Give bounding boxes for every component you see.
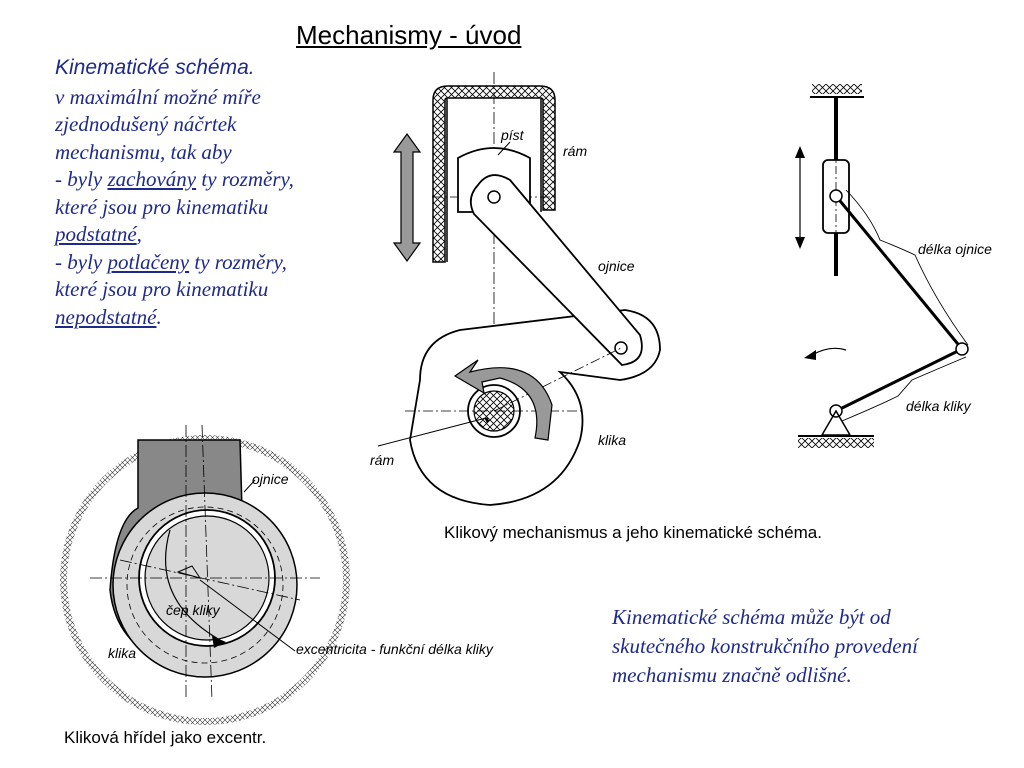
label-delka-ojnice: délka ojnice (918, 241, 992, 257)
note-text: Kinematické schéma může být od skutečnéh… (612, 603, 1012, 690)
intro-line-6: podstatné, (55, 221, 385, 249)
note-line-1: Kinematické schéma může být od (612, 605, 891, 629)
intro-line-4b: ty rozměry, (196, 167, 294, 191)
label-ram-bottom: rám (370, 452, 395, 468)
label-cep-kliky: čep kliky (166, 602, 220, 618)
intro-line-6b: , (136, 222, 142, 246)
label-klika-main: klika (598, 432, 627, 448)
intro-line-1: v maximální možné míře (55, 84, 261, 109)
intro-underline-zachovany: zachovány (107, 167, 197, 191)
intro-line-2: zjednodušený náčrtek (55, 112, 237, 136)
crank-mechanism-drawing (377, 72, 661, 506)
intro-underline-potlaceny: potlačeny (107, 249, 190, 274)
intro-line-7a: - byly (55, 249, 108, 274)
page-title: Mechanismy - úvod (296, 20, 522, 50)
intro-line-9b: . (156, 304, 162, 329)
intro-underline-nepodstatne: nepodstatné (55, 304, 157, 329)
intro-text: Kinematické schéma. v maximální možné mí… (55, 54, 385, 331)
intro-line-7: - byly potlačeny ty rozměry, (55, 249, 385, 277)
intro-line-3: mechanismu, tak aby (55, 139, 232, 164)
note-line-3: mechanismu značně odlišné. (612, 663, 852, 687)
label-excentricita: excentricita - funkční délka kliky (296, 641, 493, 657)
label-klika-excentr: klika (108, 645, 137, 661)
label-ram-top: rám (563, 143, 588, 159)
label-delka-kliky: délka kliky (906, 398, 971, 414)
note-line-2: skutečného konstrukčního provedení (612, 634, 918, 658)
intro-line-4a: - byly (55, 167, 108, 191)
intro-underline-podstatne: podstatné (55, 222, 137, 246)
caption-mechanism: Klikový mechanismus a jeho kinematické s… (444, 523, 822, 542)
eccentric-drawing (60, 424, 350, 725)
intro-line-8: které jsou pro kinematiku (55, 277, 269, 301)
label-ojnice-excentr: ojnice (252, 471, 289, 487)
rotation-arrow (453, 359, 553, 441)
intro-line-9: nepodstatné. (55, 304, 385, 332)
intro-line-7b: ty rozměry, (189, 249, 287, 274)
label-pist: píst (501, 127, 524, 143)
reciprocation-arrow (392, 132, 422, 263)
intro-line-4: - byly zachovány ty rozměry, (55, 166, 385, 194)
label-ojnice-main: ojnice (598, 258, 635, 274)
frame-walls (432, 85, 556, 263)
caption-excentr: Kliková hřídel jako excentr. (64, 728, 267, 747)
kinematic-scheme-drawing (795, 84, 969, 448)
intro-line-5: které jsou pro kinematiku (55, 194, 269, 219)
connecting-rod (469, 174, 643, 366)
intro-heading: Kinematické schéma. (55, 56, 255, 79)
